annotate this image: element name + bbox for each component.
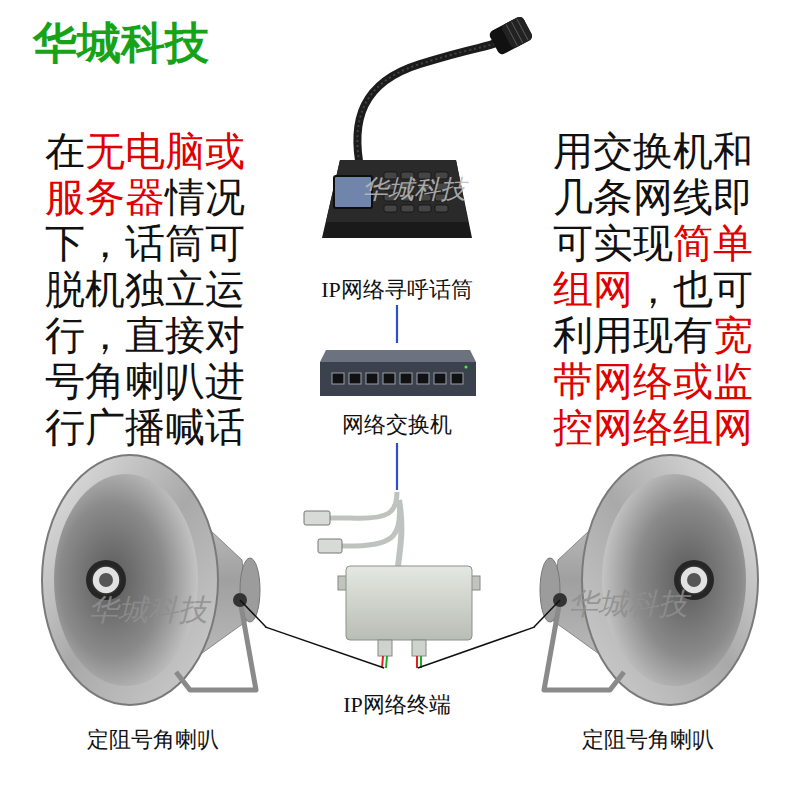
watermark: 华城科技 [88,590,208,631]
illustration-part [330,492,397,518]
illustration-part [332,373,463,384]
illustration-part [401,205,414,212]
illustration-part [488,15,534,56]
illustration-part [54,474,198,686]
brand-title: 华城科技 [33,16,209,70]
illustration-part [318,539,342,553]
illustration-part [417,373,429,384]
illustration-part [357,42,498,172]
watermark: 华城科技 [362,172,466,207]
illustration-part [340,500,400,546]
illustration-part [517,19,528,40]
illustration-part [366,373,378,384]
description-text: 用交换机和几条网线即可实现简单组网，也可利用现有宽带网络或监控网络组网 [553,129,755,451]
illustration-part [416,656,418,668]
watermark: 华城科技 [568,584,688,625]
illustration-part [92,566,120,594]
node-label-group: IP网络终端 [343,692,451,718]
illustration-part [382,656,383,668]
illustration-part [500,15,533,49]
illustration-part [99,573,113,587]
illustration-part [326,160,468,222]
connector-line [418,627,535,668]
description-text: 在无电脑或服务器情况下，话筒可脱机独立运行，直接对号角喇叭进行广播喊话 [45,129,247,451]
illustration-part [398,500,401,566]
ip-terminal [304,492,480,668]
node-label: IP网络终端 [343,692,451,718]
connector-line [396,305,398,343]
illustration-part [346,566,472,640]
node-label: 定阻号角喇叭 [87,727,219,753]
microphone-node: IP网络寻呼话筒 [297,12,497,305]
illustration-part [506,24,517,45]
illustration-part [332,373,344,384]
illustration-part [320,362,476,396]
illustration-part [357,42,498,172]
illustration-part [465,366,468,369]
illustration-part [386,656,387,668]
illustration-part [320,350,476,362]
illustration-part [349,373,361,384]
illustration-part [304,511,330,525]
illustration-part [383,373,395,384]
node-label: 定阻号角喇叭 [582,727,714,753]
horn-speaker [534,455,758,705]
illustration-part [412,640,426,656]
node-label-group: 网络交换机 [342,412,452,438]
node-label: 网络交换机 [342,412,452,438]
switch-node: 网络交换机 [317,343,477,443]
node-label-group: 定阻号角喇叭 [87,727,219,753]
connector-line [265,627,384,668]
illustration-part [418,205,431,212]
paging-microphone [322,15,534,238]
node-label: IP网络寻呼话筒 [321,277,473,303]
terminal-node: IP网络终端 [317,490,477,668]
illustration-part [322,160,472,238]
illustration-part [488,15,534,56]
connector-line [396,443,398,490]
node-label-group: 定阻号角喇叭 [582,727,714,753]
network-switch [320,350,476,396]
illustration-part [435,205,448,212]
illustration-part [451,373,463,384]
illustration-part [240,600,266,627]
illustration-part [384,205,397,212]
illustration-part [42,455,218,705]
body-text: 在 [45,129,85,174]
node-label-group: IP网络寻呼话筒 [321,277,473,303]
illustration-part [400,373,412,384]
illustration-part [434,373,446,384]
illustration-part [511,22,522,43]
illustration-part [378,640,392,656]
horn-speaker [42,455,266,705]
